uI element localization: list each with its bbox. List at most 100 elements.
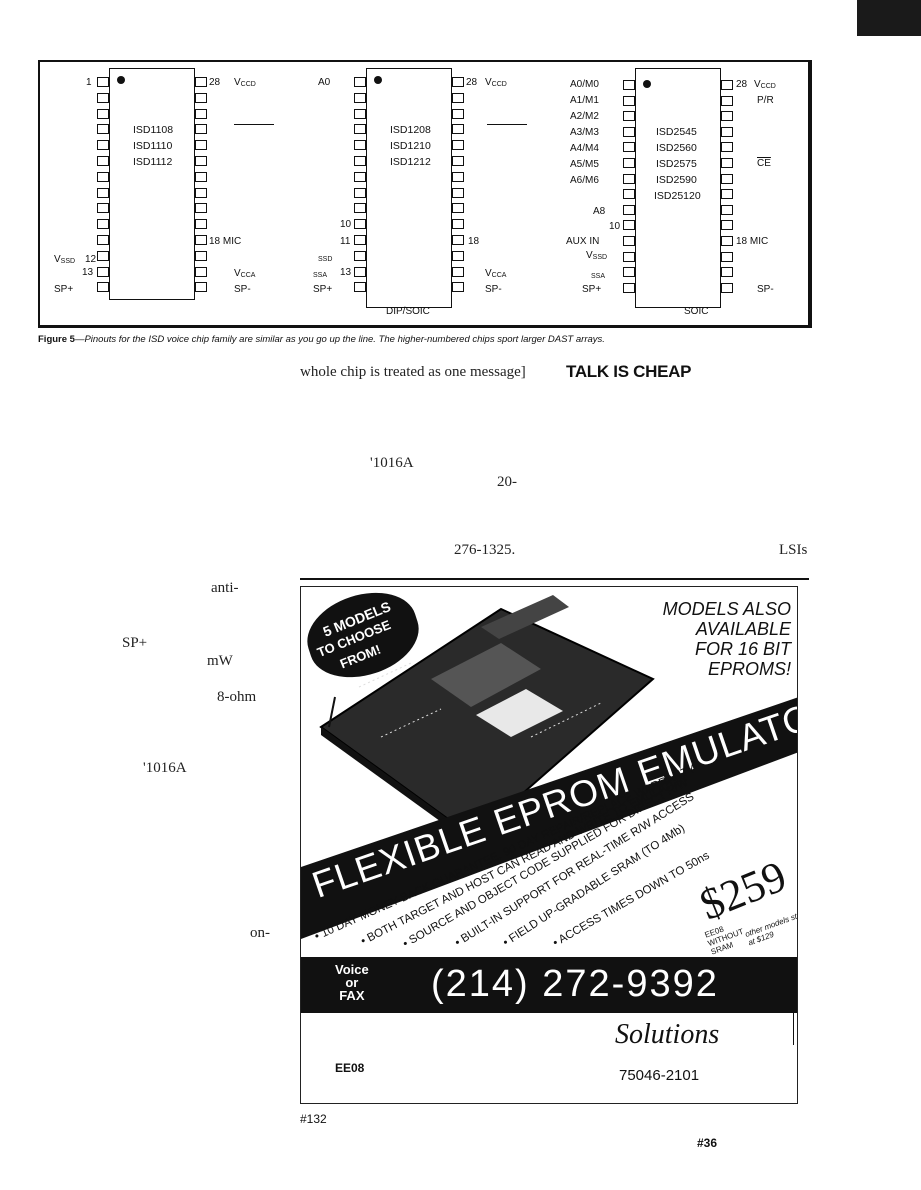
board-chip-large: [431, 643, 541, 707]
voice-fax-line-2: or: [345, 975, 359, 990]
chip3-left-pin: [623, 142, 635, 153]
chip1-right-pin: [195, 108, 207, 119]
chip3-right-pin: [721, 204, 733, 215]
chip1-vcca-label: VCCA: [234, 268, 256, 279]
body-text-phone: 276-1325.: [454, 542, 516, 558]
chip2-pin1-dot: [374, 76, 382, 84]
reader-service-36: #36: [697, 1136, 718, 1150]
chip1-pin18-label: 18 MIC: [209, 236, 242, 247]
chip3-package-label: SOIC: [684, 306, 709, 317]
chip2-vccd-label: VCCD: [485, 77, 507, 88]
voice-fax-line-1: Voice: [335, 962, 369, 977]
chip2-right-pin: [452, 124, 464, 135]
chip2-pin18-label: 18: [468, 236, 480, 247]
chip2-spplus-label: SP+: [313, 284, 333, 295]
chip3-left-pin: [623, 236, 635, 246]
models-also-line-2: AVAILABLE: [695, 619, 791, 639]
chip3-left-pin: [623, 282, 635, 293]
chip1-right-pin: [195, 235, 207, 245]
chip2-left-pin: [354, 156, 366, 166]
chip1-left-pin: [97, 235, 109, 245]
chip2-ssa-label: SSA: [313, 272, 328, 279]
chip1-right-pin: [195, 266, 207, 277]
body-text-spplus: SP+: [122, 635, 148, 651]
chip3-pin1-dot: [643, 80, 651, 88]
ad-right-divider: [793, 1013, 794, 1045]
chip2-right-pin: [452, 235, 464, 245]
chip2-left-pin: [354, 77, 366, 87]
chip2-right-pin: [452, 156, 464, 166]
chip3-addr-1: A1/M1: [570, 95, 599, 106]
chip2-left-pin: [354, 203, 366, 214]
chip2-model-3: ISD1212: [390, 156, 431, 168]
board-edge: [321, 727, 473, 845]
chip1-left-pin: [97, 266, 109, 277]
chip2-left-pin: [354, 266, 366, 277]
chip1-left-pin: [97, 124, 109, 135]
chip1-left-pin: [97, 282, 109, 293]
body-text-1016a-low: '1016A: [143, 760, 187, 776]
chip1-right-pin: [195, 187, 207, 198]
board-connector: [481, 595, 569, 639]
body-text-on: on-: [250, 925, 270, 941]
figure-right-rule: [810, 60, 812, 328]
chip1-left-pin: [97, 250, 109, 261]
chip3-right-pin: [721, 189, 733, 200]
board-cable: [328, 696, 336, 728]
chip1-right-pin: [195, 77, 207, 87]
board-chip-small: [476, 689, 563, 737]
chip3-right-pin: [721, 251, 733, 262]
chip2-body: [366, 68, 452, 308]
chip3-left-pin: [623, 126, 635, 137]
board-pin-row-b: [380, 708, 442, 738]
ad-phone-number[interactable]: (214) 272-9392: [431, 963, 719, 1005]
chip1-left-pin: [97, 77, 109, 87]
chip3-left-pin: [623, 251, 635, 262]
chip3-left-pin: [623, 95, 635, 106]
chip2-left-pin: [354, 171, 366, 182]
chip1-pin1-dot: [117, 76, 125, 84]
chip3-left-pin: [623, 111, 635, 122]
solutions-wordmark: Solutions: [615, 1019, 720, 1050]
chip1-vccd-label: VCCD: [234, 77, 256, 88]
body-text-whole-chip: whole chip is treated as one message]: [300, 364, 526, 380]
phone-bar: [301, 957, 797, 1013]
chip2-model-1: ISD1208: [390, 124, 431, 136]
voice-fax-line-3: FAX: [339, 988, 365, 1003]
chip3-pin28-label: 28: [736, 79, 748, 90]
figure-caption: Figure 5—Pinouts for the ISD voice chip …: [38, 334, 818, 345]
chip1-spminus-label: SP-: [234, 284, 251, 295]
chip2-model-2: ISD1210: [390, 140, 431, 152]
chip3-right-pin: [721, 111, 733, 122]
chip2-right-pin: [452, 140, 464, 151]
chip1-left-pin: [97, 219, 109, 230]
chip3-right-pin: [721, 173, 733, 184]
chip1-vssd-label: VSSD: [54, 254, 76, 265]
chip3-addr-6: A6/M6: [570, 175, 599, 186]
chip3-pin10-label: 10: [609, 221, 621, 232]
chip2-right-pin: [452, 219, 464, 230]
chip1-right-pin: [195, 156, 207, 166]
chip2-left-pin: [354, 187, 366, 198]
ad-ee08: EE08: [335, 1061, 365, 1075]
body-text-1016a-top: '1016A: [370, 455, 414, 471]
chip2-spminus-label: SP-: [485, 284, 502, 295]
figure-frame: [38, 60, 810, 328]
figure-caption-text: —Pinouts for the ISD voice chip family a…: [74, 334, 605, 345]
chip1-right-pin: [195, 171, 207, 182]
chip2-pin28-label: 28: [466, 77, 478, 88]
chip1-right-pin: [195, 250, 207, 261]
chip2-pin11-label: 11: [340, 236, 351, 247]
chip2-left-pin: [354, 140, 366, 151]
chip3-addr-2: A2/M2: [570, 111, 599, 122]
chip2-package-label: DIP/SOIC: [386, 306, 430, 317]
voice-fax-block: Voice or FAX: [335, 963, 369, 1002]
chip2-right-pin: [452, 266, 464, 277]
chip1-left-pin: [97, 92, 109, 103]
chip3-addr-4: A4/M4: [570, 143, 599, 154]
chip1-pin13-label: 13: [82, 267, 94, 278]
chip1-left-pin: [97, 156, 109, 166]
chip2-left-pin: [354, 282, 366, 293]
chip2-ssd-label: SSD: [318, 256, 333, 263]
chip3-model-1: ISD2545: [656, 126, 697, 138]
